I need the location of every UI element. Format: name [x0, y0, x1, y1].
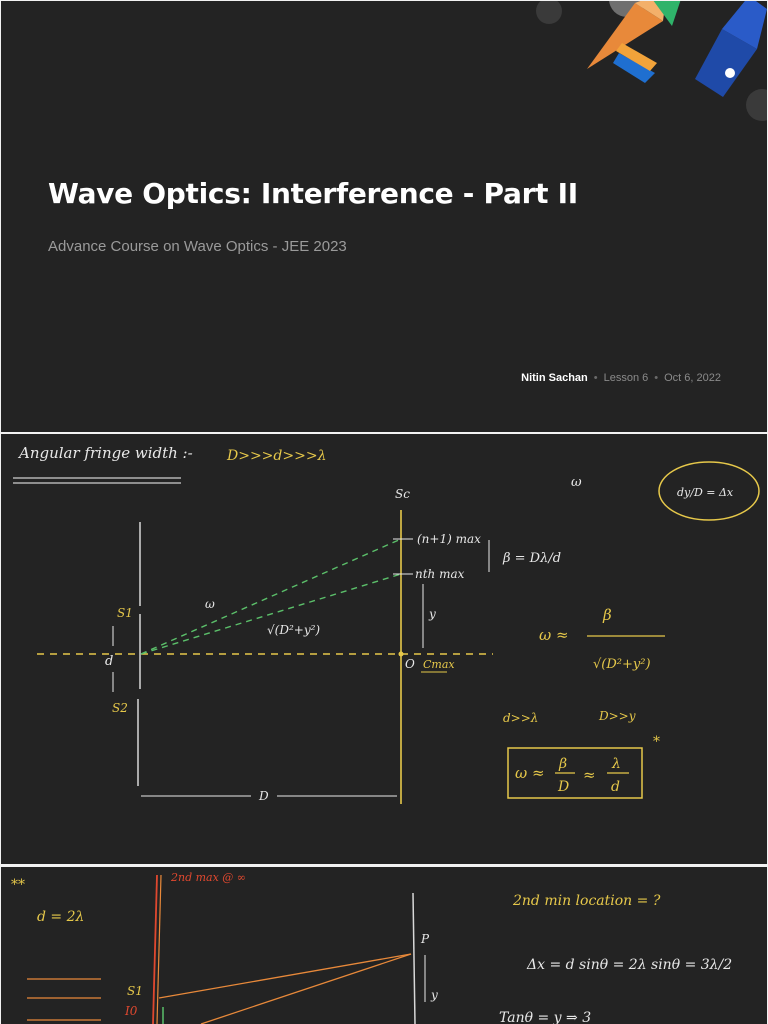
- tan-equation: Tanθ = y ⇒ 3: [499, 1010, 591, 1024]
- hypotenuse-label: √(D²+y²): [267, 623, 320, 637]
- notes-page-1: Angular fringe width :- D>>>d>>>λ S1 S2 …: [1, 434, 767, 864]
- omega-top-label: ω: [571, 475, 582, 490]
- y-label: y: [428, 607, 436, 621]
- screen-label: Sc: [395, 487, 410, 501]
- root-denominator: √(D²+y²): [593, 657, 651, 672]
- separator: •: [593, 372, 598, 384]
- second-max-label: 2nd max @ ∞: [170, 871, 246, 884]
- condition-D-y: D>>y: [598, 709, 636, 723]
- notes-canvas: Angular fringe width :- D>>>d>>>λ S1 S2 …: [13, 444, 760, 804]
- p-label: P: [420, 932, 430, 946]
- course-subtitle: Advance Course on Wave Optics - JEE 2023: [48, 238, 347, 255]
- condition-d-lambda: d>>λ: [503, 711, 538, 725]
- title-slide: Wave Optics: Interference - Part II Adva…: [1, 1, 767, 432]
- nth-max-label: nth max: [415, 567, 465, 581]
- cmax-label: Cmax: [423, 658, 455, 671]
- separator: •: [654, 372, 659, 384]
- final-beta: β: [558, 756, 567, 772]
- lesson-date: Oct 6, 2022: [664, 372, 721, 384]
- s2-label: S2: [112, 701, 128, 715]
- i0-label: I0: [124, 1004, 138, 1018]
- page-title: Wave Optics: Interference - Part II: [48, 177, 578, 210]
- rocket-decoration-icon: [536, 1, 767, 121]
- question-text: 2nd min location = ?: [512, 893, 661, 909]
- beta-equation: β = Dλ/d: [502, 551, 561, 566]
- notes-canvas-2: ** d = 2λ 2nd max @ ∞ S1 I0 P y 2nd min …: [11, 871, 732, 1024]
- omega-approx-label: ω ≈: [539, 626, 569, 644]
- d-equals-label: d = 2λ: [37, 909, 84, 925]
- notes-heading: Angular fringe width :-: [17, 444, 193, 462]
- lesson-number: Lesson 6: [603, 372, 649, 384]
- stars-mark: **: [11, 877, 25, 893]
- lesson-meta: Nitin Sachan • Lesson 6 • Oct 6, 2022: [521, 372, 721, 384]
- final-d: d: [611, 779, 620, 795]
- s1-label: S1: [117, 606, 133, 620]
- notes-page-2: ** d = 2λ 2nd max @ ∞ S1 I0 P y 2nd min …: [1, 867, 767, 1024]
- origin-label: O: [405, 657, 415, 671]
- beta-numerator: β: [602, 606, 612, 624]
- n1-max-label: (n+1) max: [417, 532, 481, 546]
- final-omega: ω ≈: [515, 764, 545, 782]
- final-lambda: λ: [611, 756, 621, 772]
- boxed-top-formula: dy/D = Δx: [677, 486, 734, 499]
- s1-label-2: S1: [127, 984, 143, 998]
- author-name: Nitin Sachan: [521, 372, 588, 384]
- final-approx: ≈: [583, 766, 596, 784]
- condition-text: D>>>d>>>λ: [226, 448, 326, 464]
- star-mark: *: [653, 734, 660, 750]
- omega-angle-label: ω: [205, 597, 215, 611]
- final-D: D: [557, 779, 569, 795]
- distance-D-label: D: [258, 789, 269, 803]
- path-difference-equation: Δx = d sinθ = 2λ sinθ = 3λ/2: [526, 957, 732, 973]
- d-label: d: [105, 654, 113, 669]
- y-label-2: y: [430, 988, 438, 1002]
